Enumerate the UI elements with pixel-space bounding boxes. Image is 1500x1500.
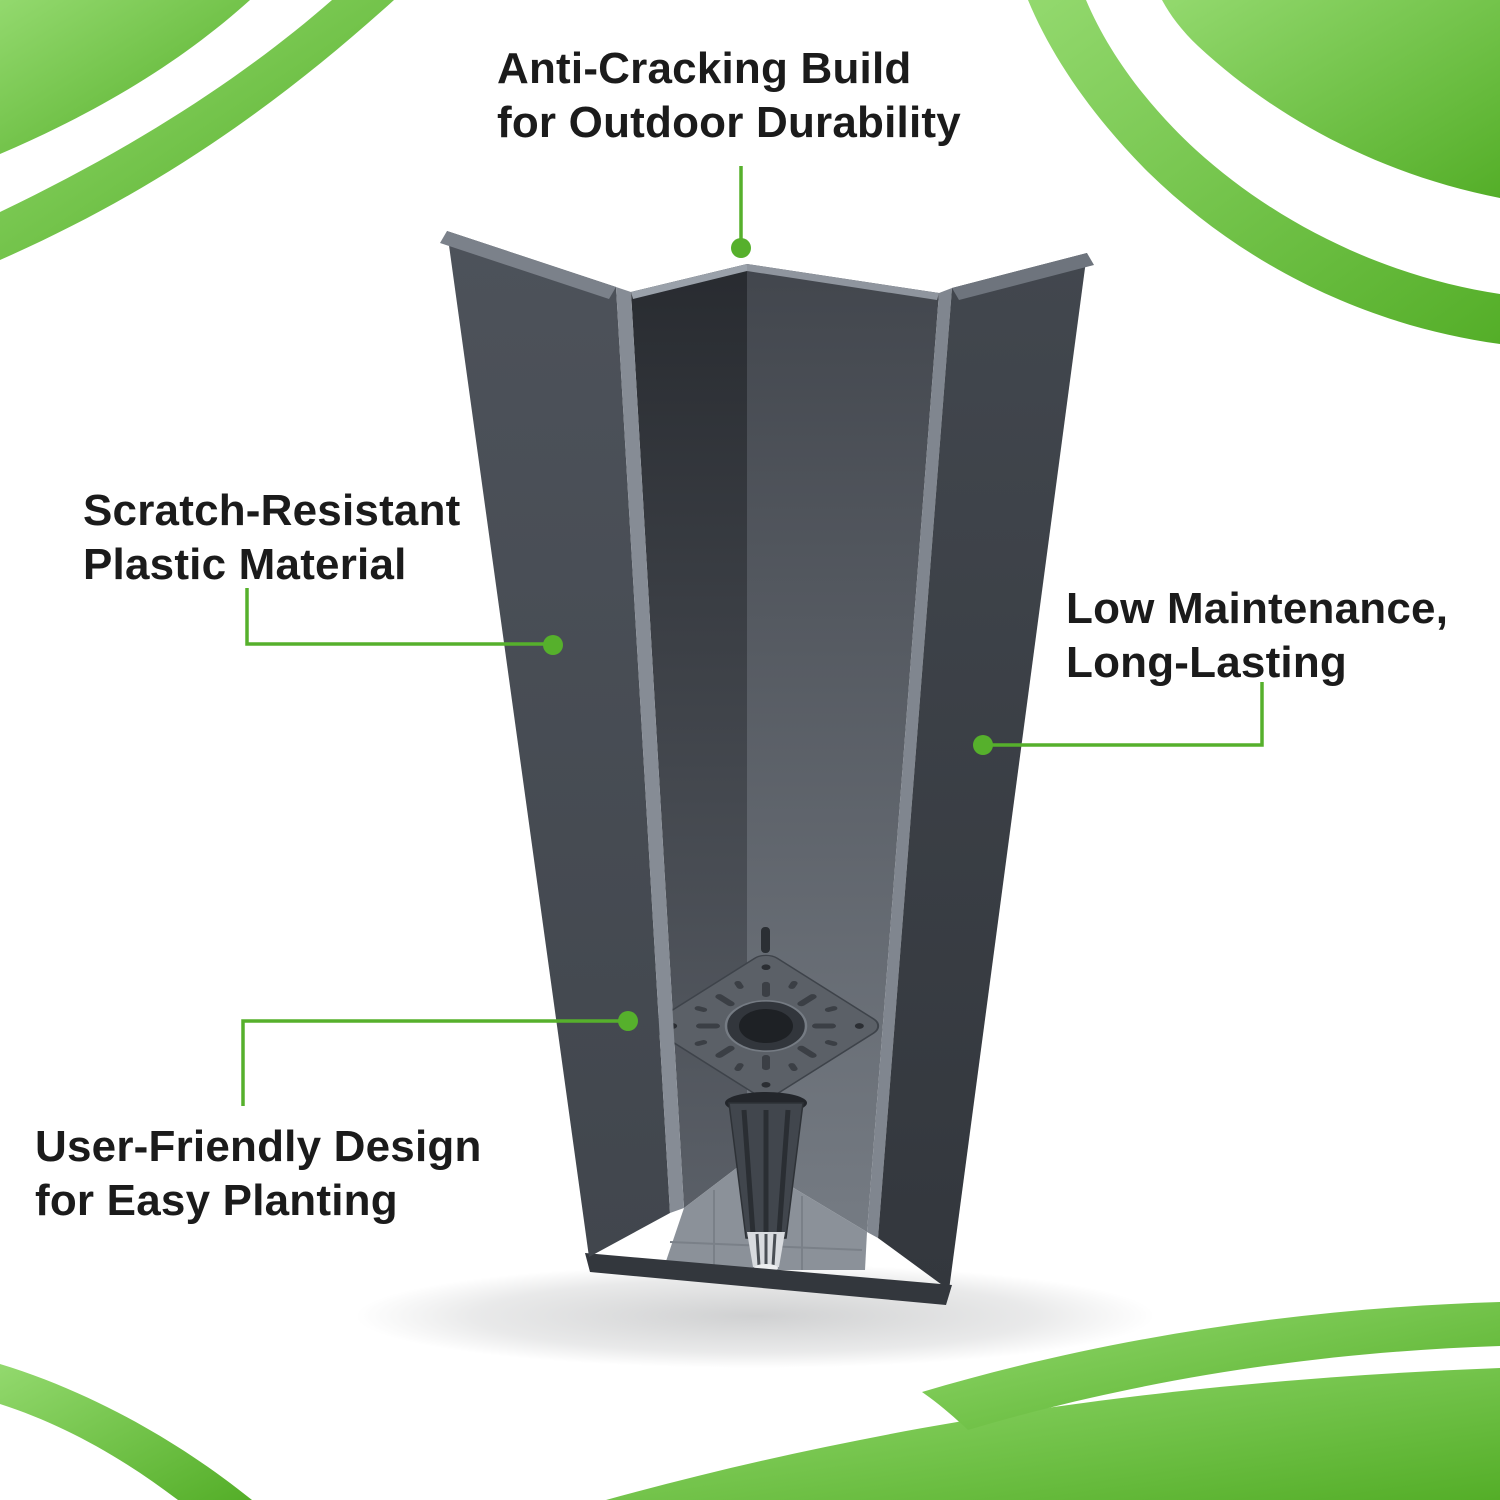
callout-text-line: Low Maintenance, xyxy=(1066,584,1449,633)
planter-left-rim xyxy=(440,231,616,299)
planter-back-rim-left xyxy=(631,264,747,299)
callout-text-line: for Outdoor Durability xyxy=(497,97,961,147)
callout-text-line: Scratch-Resistant xyxy=(83,486,461,535)
funnel-slots xyxy=(741,1109,791,1235)
planter-graphic xyxy=(440,231,1094,1305)
decor-wave-top-right xyxy=(1028,0,1500,344)
decor-wave-bottom-right xyxy=(606,1302,1500,1500)
callout-text-line: Long-Lasting xyxy=(1066,637,1348,687)
callout-dot-scratch-resistant xyxy=(543,635,563,655)
callout-text-line: Anti-Cracking Build xyxy=(497,44,912,93)
callout-dot-anti-cracking xyxy=(731,238,751,258)
decor-wave-bottom-left xyxy=(0,1364,252,1500)
drainage-plate xyxy=(652,954,880,1098)
funnel-mesh xyxy=(755,1233,777,1267)
callout-low-maintenance: Low Maintenance, Long-Lasting xyxy=(1066,582,1448,689)
plate-radial-slots xyxy=(696,981,836,1071)
decor-wave-top-left xyxy=(0,0,394,260)
plate-fill-peg xyxy=(761,927,770,953)
planter-left-cut-edge xyxy=(616,287,684,1213)
callout-line-low-maintenance xyxy=(992,682,1264,747)
callout-dot-low-maintenance xyxy=(973,735,993,755)
watering-funnel xyxy=(725,1092,807,1272)
plate-outer-slots xyxy=(694,981,838,1071)
planter-right-rim xyxy=(952,253,1094,300)
planter-right-wall xyxy=(878,253,1087,1290)
callout-user-friendly: User-Friendly Design for Easy Planting xyxy=(35,1120,482,1227)
callout-scratch-resistant: Scratch-Resistant Plastic Material xyxy=(83,484,461,591)
planter-right-cut-edge xyxy=(867,288,952,1238)
planter-base-strip xyxy=(585,1253,952,1305)
planter-shadow xyxy=(355,1264,1155,1368)
callout-dot-user-friendly xyxy=(618,1011,638,1031)
callout-line-user-friendly xyxy=(241,1019,620,1106)
planter-back-rim-right xyxy=(747,264,939,300)
planter-interior-left-wall xyxy=(631,264,747,1208)
callout-line-scratch-resistant xyxy=(245,588,545,646)
callout-dots xyxy=(543,238,993,1031)
callout-connectors xyxy=(241,166,1264,1106)
planter-left-wall xyxy=(447,231,670,1257)
callout-text-line: Plastic Material xyxy=(83,539,407,589)
callout-text-line: for Easy Planting xyxy=(35,1175,398,1225)
callout-anti-cracking: Anti-Cracking Build for Outdoor Durabili… xyxy=(497,42,961,149)
callout-text-line: User-Friendly Design xyxy=(35,1122,482,1171)
